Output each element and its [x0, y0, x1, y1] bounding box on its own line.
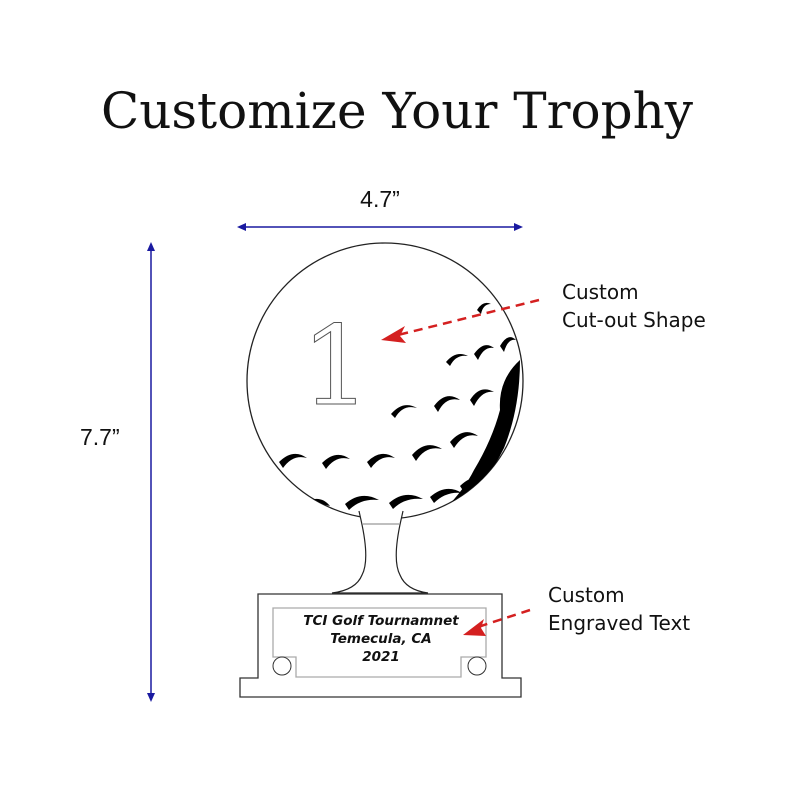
callout-arrow-engraved — [463, 608, 531, 636]
callout-cutout-shape: Custom Cut-out Shape — [562, 278, 706, 334]
plate-line-1: TCI Golf Tournamnet — [303, 613, 459, 629]
callout-cutout-line1: Custom — [562, 280, 639, 304]
width-dimension-label: 4.7” — [360, 186, 400, 212]
callout-cutout-line2: Cut-out Shape — [562, 308, 706, 332]
plate-line-2: Temecula, CA — [330, 631, 432, 647]
callout-arrow-cutout — [381, 298, 540, 343]
trophy-stem — [331, 510, 429, 594]
height-dimension-label: 7.7” — [80, 424, 120, 450]
ball-number: 1 — [301, 302, 371, 430]
callout-engraved-line2: Engraved Text — [548, 611, 691, 635]
callout-engraved-line1: Custom — [548, 583, 625, 607]
golf-ball-shape: 1 — [246, 242, 524, 520]
plate-line-3: 2021 — [362, 649, 400, 665]
page-title: Customize Your Trophy — [100, 82, 694, 140]
screw-hole-right — [467, 656, 487, 676]
trophy-base — [239, 593, 522, 698]
engraved-plate-text: TCI Golf Tournamnet Temecula, CA 2021 — [282, 612, 480, 666]
callout-engraved-text: Custom Engraved Text — [548, 581, 690, 637]
screw-hole-left — [272, 656, 292, 676]
